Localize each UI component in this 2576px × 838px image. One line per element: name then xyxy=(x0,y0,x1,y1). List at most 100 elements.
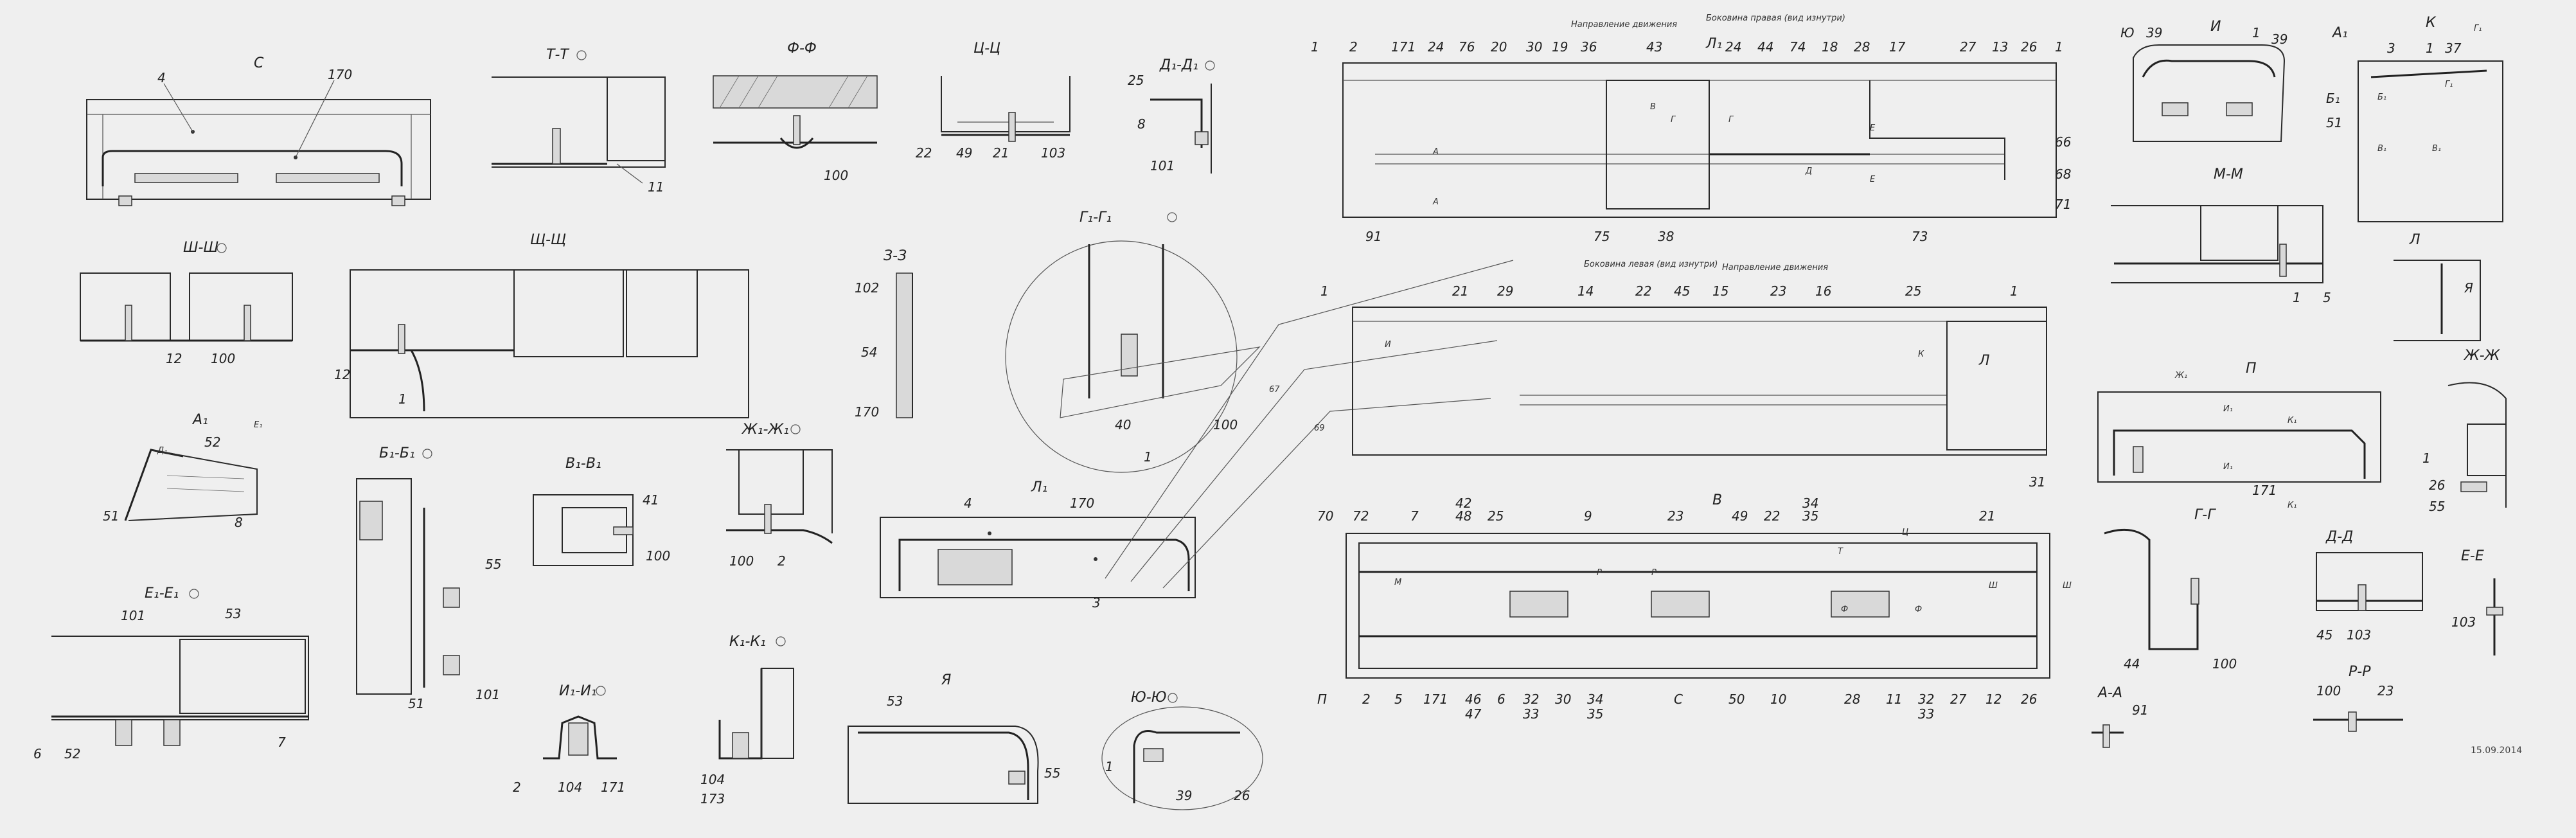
svg-text:21: 21 xyxy=(993,145,1009,161)
svg-text:Я: Я xyxy=(941,672,951,688)
svg-text:171: 171 xyxy=(1423,691,1448,707)
svg-text:34: 34 xyxy=(1802,495,1818,511)
svg-text:30: 30 xyxy=(1555,691,1571,707)
svg-text:13: 13 xyxy=(1992,39,2008,55)
svg-text:20: 20 xyxy=(1491,39,1507,55)
svg-text:55: 55 xyxy=(1044,765,1060,781)
svg-text:100: 100 xyxy=(1213,417,1238,432)
svg-text:1: 1 xyxy=(1105,759,1114,774)
svg-text:52: 52 xyxy=(204,434,220,450)
svg-text:23: 23 xyxy=(2377,683,2394,699)
svg-text:100: 100 xyxy=(2316,683,2341,699)
view-i: Ю 39 И 1 39 xyxy=(2120,19,2287,142)
svg-text:8: 8 xyxy=(235,515,243,530)
svg-text:8: 8 xyxy=(1137,116,1146,132)
svg-text:Ж₁-Ж₁: Ж₁-Ж₁ xyxy=(741,422,789,438)
svg-text:17: 17 xyxy=(1889,39,1906,55)
svg-text:М-М: М-М xyxy=(2214,166,2243,183)
svg-text:К₁-К₁: К₁-К₁ xyxy=(729,634,766,650)
svg-text:2: 2 xyxy=(1349,39,1358,55)
svg-text:173: 173 xyxy=(700,791,725,807)
svg-text:31: 31 xyxy=(2029,474,2045,490)
view-e-e: Е-Е 103 xyxy=(2451,548,2503,655)
svg-text:100: 100 xyxy=(2212,656,2237,672)
svg-text:Ф: Ф xyxy=(1841,605,1848,614)
svg-text:А: А xyxy=(1432,197,1439,207)
svg-text:53: 53 xyxy=(225,606,241,621)
svg-text:51: 51 xyxy=(103,508,119,524)
svg-text:А: А xyxy=(1432,147,1439,157)
svg-text:67: 67 xyxy=(1269,385,1280,395)
svg-text:28: 28 xyxy=(1854,39,1870,55)
svg-text:49: 49 xyxy=(956,145,972,161)
svg-text:22: 22 xyxy=(1635,283,1651,299)
svg-text:21: 21 xyxy=(1452,283,1468,299)
view-k1-k1: К₁-К₁ 104 173 xyxy=(700,634,794,807)
svg-text:К₁: К₁ xyxy=(2287,416,2296,425)
svg-text:14: 14 xyxy=(1577,283,1594,299)
svg-text:45: 45 xyxy=(2316,627,2332,643)
svg-text:75: 75 xyxy=(1594,229,1610,244)
svg-text:33: 33 xyxy=(1523,706,1539,722)
view-i1-i1: И₁-И₁ 2 104 171 xyxy=(513,683,625,795)
svg-text:Д: Д xyxy=(1805,166,1812,176)
main-left-side-view: Боковина левая (вид изнутри) Направление… xyxy=(1269,260,2047,490)
svg-text:3: 3 xyxy=(1092,595,1101,611)
svg-text:103: 103 xyxy=(1041,145,1065,161)
svg-text:71: 71 xyxy=(2055,197,2071,212)
svg-text:Ю-Ю: Ю-Ю xyxy=(1131,690,1166,706)
view-d-d: Д-Д 45 103 xyxy=(2316,529,2423,643)
svg-text:Р-Р: Р-Р xyxy=(2349,664,2371,680)
svg-text:А₁: А₁ xyxy=(2331,25,2348,41)
view-e1-e1: Е₁-Е₁ 101 53 6 52 7 xyxy=(33,585,309,762)
svg-text:39: 39 xyxy=(2146,25,2162,40)
svg-text:171: 171 xyxy=(601,780,625,795)
svg-text:Ш-Ш: Ш-Ш xyxy=(183,240,218,256)
svg-text:И₁-И₁: И₁-И₁ xyxy=(559,683,597,699)
svg-text:26: 26 xyxy=(2021,39,2037,55)
view-zh-zh: Ж-Ж 1 26 55 xyxy=(2422,348,2507,514)
svg-text:170: 170 xyxy=(328,67,352,82)
svg-text:1: 1 xyxy=(2055,39,2063,55)
svg-text:6: 6 xyxy=(33,746,42,762)
svg-text:7: 7 xyxy=(1410,508,1419,524)
svg-text:2: 2 xyxy=(1362,691,1371,707)
svg-text:И: И xyxy=(2210,19,2221,35)
svg-text:10: 10 xyxy=(1770,691,1786,707)
svg-text:И: И xyxy=(1385,340,1391,350)
svg-text:27: 27 xyxy=(1950,691,1967,707)
view-p: П 171 Ж₁ И₁ И₁ К₁ К₁ xyxy=(2097,361,2381,510)
svg-text:К: К xyxy=(2426,15,2437,31)
svg-text:102: 102 xyxy=(855,280,879,296)
view-v1-v1: В₁-В₁ 41 100 xyxy=(533,456,670,566)
svg-text:Л₁: Л₁ xyxy=(1031,479,1047,495)
view-z-z: З-З 102 54 170 xyxy=(855,248,913,420)
svg-text:Б₁: Б₁ xyxy=(2377,93,2386,102)
svg-text:104: 104 xyxy=(700,772,725,787)
svg-text:47: 47 xyxy=(1465,706,1482,722)
view-m-m: М-М 1 5 xyxy=(2111,166,2331,305)
svg-text:Б₁: Б₁ xyxy=(2326,91,2340,106)
svg-text:37: 37 xyxy=(2445,40,2462,56)
svg-text:43: 43 xyxy=(1646,39,1662,55)
svg-text:170: 170 xyxy=(855,404,879,420)
svg-text:1: 1 xyxy=(398,391,407,407)
svg-text:Направление движения: Направление движения xyxy=(1722,263,1828,272)
svg-text:40: 40 xyxy=(1115,417,1131,432)
view-title-c: С xyxy=(254,55,264,71)
svg-text:73: 73 xyxy=(1912,229,1928,244)
view-d1-d1: Д₁-Д₁ 25 8 101 xyxy=(1128,57,1215,174)
svg-text:100: 100 xyxy=(646,548,670,564)
view-a-a: А-А 91 xyxy=(2092,685,2148,748)
svg-text:54: 54 xyxy=(861,344,877,360)
svg-text:25: 25 xyxy=(1128,73,1144,88)
svg-text:М: М xyxy=(1394,578,1401,587)
svg-text:38: 38 xyxy=(1658,229,1674,244)
svg-text:Г: Г xyxy=(1728,115,1734,125)
svg-text:104: 104 xyxy=(558,780,582,795)
svg-text:53: 53 xyxy=(887,693,903,709)
svg-text:И₁: И₁ xyxy=(2223,462,2233,472)
svg-text:Т: Т xyxy=(1838,547,1843,557)
svg-text:Р: Р xyxy=(1651,568,1657,578)
